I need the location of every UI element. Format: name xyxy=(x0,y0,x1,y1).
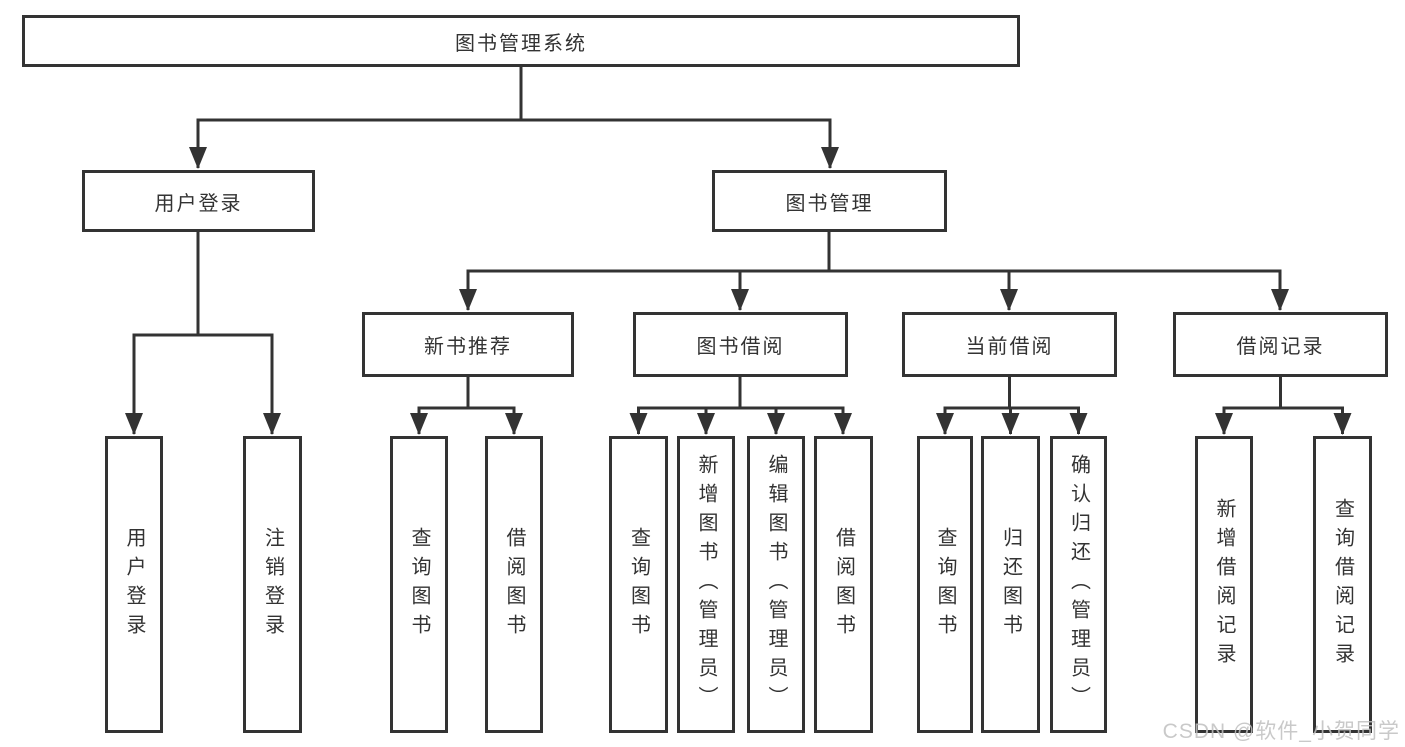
node-query-books-borrowing: 查询图书 xyxy=(609,436,668,733)
node-user-login: 用户登录 xyxy=(82,170,315,232)
node-add-books-admin: 新增图书（管理员） xyxy=(677,436,735,733)
leaf-label: 查询图书 xyxy=(627,526,650,643)
leaf-label: 新增图书（管理员） xyxy=(695,454,717,715)
node-book-management: 图书管理 xyxy=(712,170,947,232)
node-query-books-recommend: 查询图书 xyxy=(390,436,448,733)
node-borrow-books-recommend: 借阅图书 xyxy=(485,436,543,733)
node-query-books-current: 查询图书 xyxy=(917,436,973,733)
node-confirm-return-admin: 确认归还（管理员） xyxy=(1050,436,1107,733)
node-borrow-books-borrowing: 借阅图书 xyxy=(814,436,873,733)
leaf-label: 编辑图书（管理员） xyxy=(765,454,787,715)
node-root-system: 图书管理系统 xyxy=(22,15,1020,67)
leaf-label: 注销登录 xyxy=(261,526,284,643)
node-new-book-recommend: 新书推荐 xyxy=(362,312,574,377)
leaf-label: 借阅图书 xyxy=(503,526,525,643)
node-user-login-action: 用户登录 xyxy=(105,436,163,733)
leaf-label: 新增借阅记录 xyxy=(1213,497,1235,672)
leaf-label: 借阅图书 xyxy=(832,526,855,643)
leaf-label: 查询图书 xyxy=(934,526,956,643)
csdn-watermark: CSDN @软件_小贺同学 xyxy=(1162,720,1400,743)
node-query-borrow-record: 查询借阅记录 xyxy=(1313,436,1372,733)
node-return-books: 归还图书 xyxy=(981,436,1040,733)
leaf-label: 确认归还（管理员） xyxy=(1067,454,1090,715)
node-borrowing-records: 借阅记录 xyxy=(1173,312,1388,377)
node-add-borrow-record: 新增借阅记录 xyxy=(1195,436,1253,733)
leaf-label: 查询图书 xyxy=(408,526,430,643)
leaf-label: 归还图书 xyxy=(999,526,1022,643)
node-edit-books-admin: 编辑图书（管理员） xyxy=(747,436,805,733)
node-book-borrowing: 图书借阅 xyxy=(633,312,848,377)
node-current-borrowing: 当前借阅 xyxy=(902,312,1117,377)
leaf-label: 查询借阅记录 xyxy=(1331,497,1354,672)
node-logout-action: 注销登录 xyxy=(243,436,302,733)
leaf-label: 用户登录 xyxy=(123,526,145,643)
